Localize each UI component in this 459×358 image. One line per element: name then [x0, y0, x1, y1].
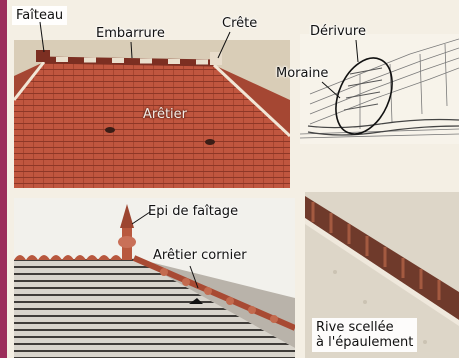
label-rive-scellee-line2: à l'épaulement	[316, 335, 413, 350]
label-faiteau: Faîteau	[12, 6, 67, 25]
sketch-derivure-moraine	[300, 34, 459, 144]
label-crete: Crête	[222, 16, 257, 31]
photo-finial-roof	[14, 198, 295, 358]
accent-bar	[0, 0, 7, 358]
label-moraine: Moraine	[276, 66, 328, 81]
label-arestier: Arêtier	[143, 107, 187, 122]
finial-roof-illustration	[14, 198, 295, 358]
label-embarrure: Embarrure	[96, 26, 165, 41]
label-rive-scellee-line1: Rive scellée	[316, 320, 394, 335]
label-rive-scellee: Rive scellée à l'épaulement	[312, 318, 417, 352]
tile-sketch-illustration	[300, 34, 459, 144]
label-arestier-cornier: Arêtier cornier	[153, 248, 247, 263]
label-derivure: Dérivure	[310, 24, 366, 39]
label-epi-de-faitage: Epi de faîtage	[148, 204, 238, 219]
